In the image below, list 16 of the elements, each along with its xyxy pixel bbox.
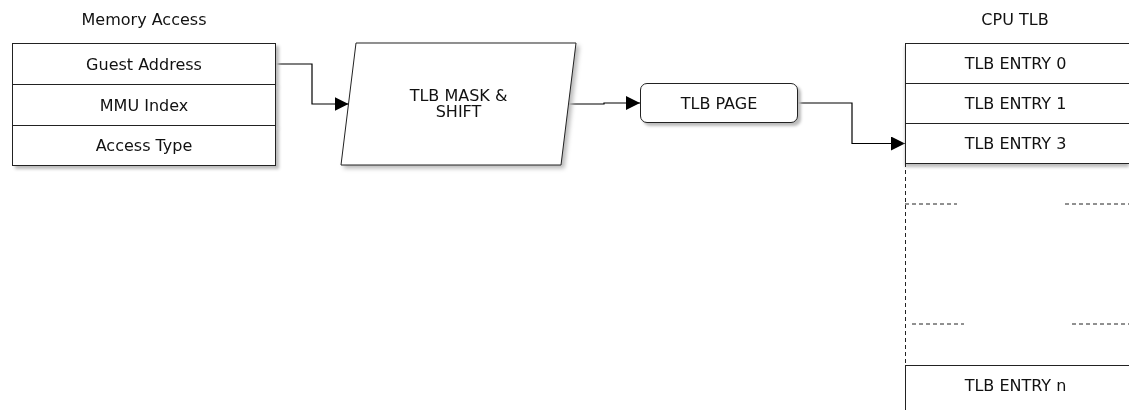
table-row: TLB ENTRY 0 bbox=[905, 43, 1129, 84]
table-row: Access Type bbox=[12, 125, 276, 166]
table-heading: Memory Access bbox=[80, 10, 208, 29]
table-row: MMU Index bbox=[12, 84, 276, 126]
table-heading: CPU TLB bbox=[980, 10, 1050, 29]
table-row: TLB ENTRY 1 bbox=[905, 83, 1129, 124]
table-group bbox=[905, 10, 1129, 410]
table-row: TLB ENTRY 3 bbox=[905, 123, 1129, 164]
table-row: Guest Address bbox=[12, 43, 276, 85]
process-parallelogram: TLB MASK & SHIFT bbox=[341, 43, 576, 165]
arrow bbox=[275, 63, 350, 111]
table-row: TLB ENTRY n bbox=[905, 365, 1129, 410]
table-group bbox=[12, 10, 276, 166]
process-box: TLB PAGE bbox=[640, 83, 798, 123]
arrow bbox=[567, 96, 641, 110]
arrow bbox=[797, 102, 906, 151]
